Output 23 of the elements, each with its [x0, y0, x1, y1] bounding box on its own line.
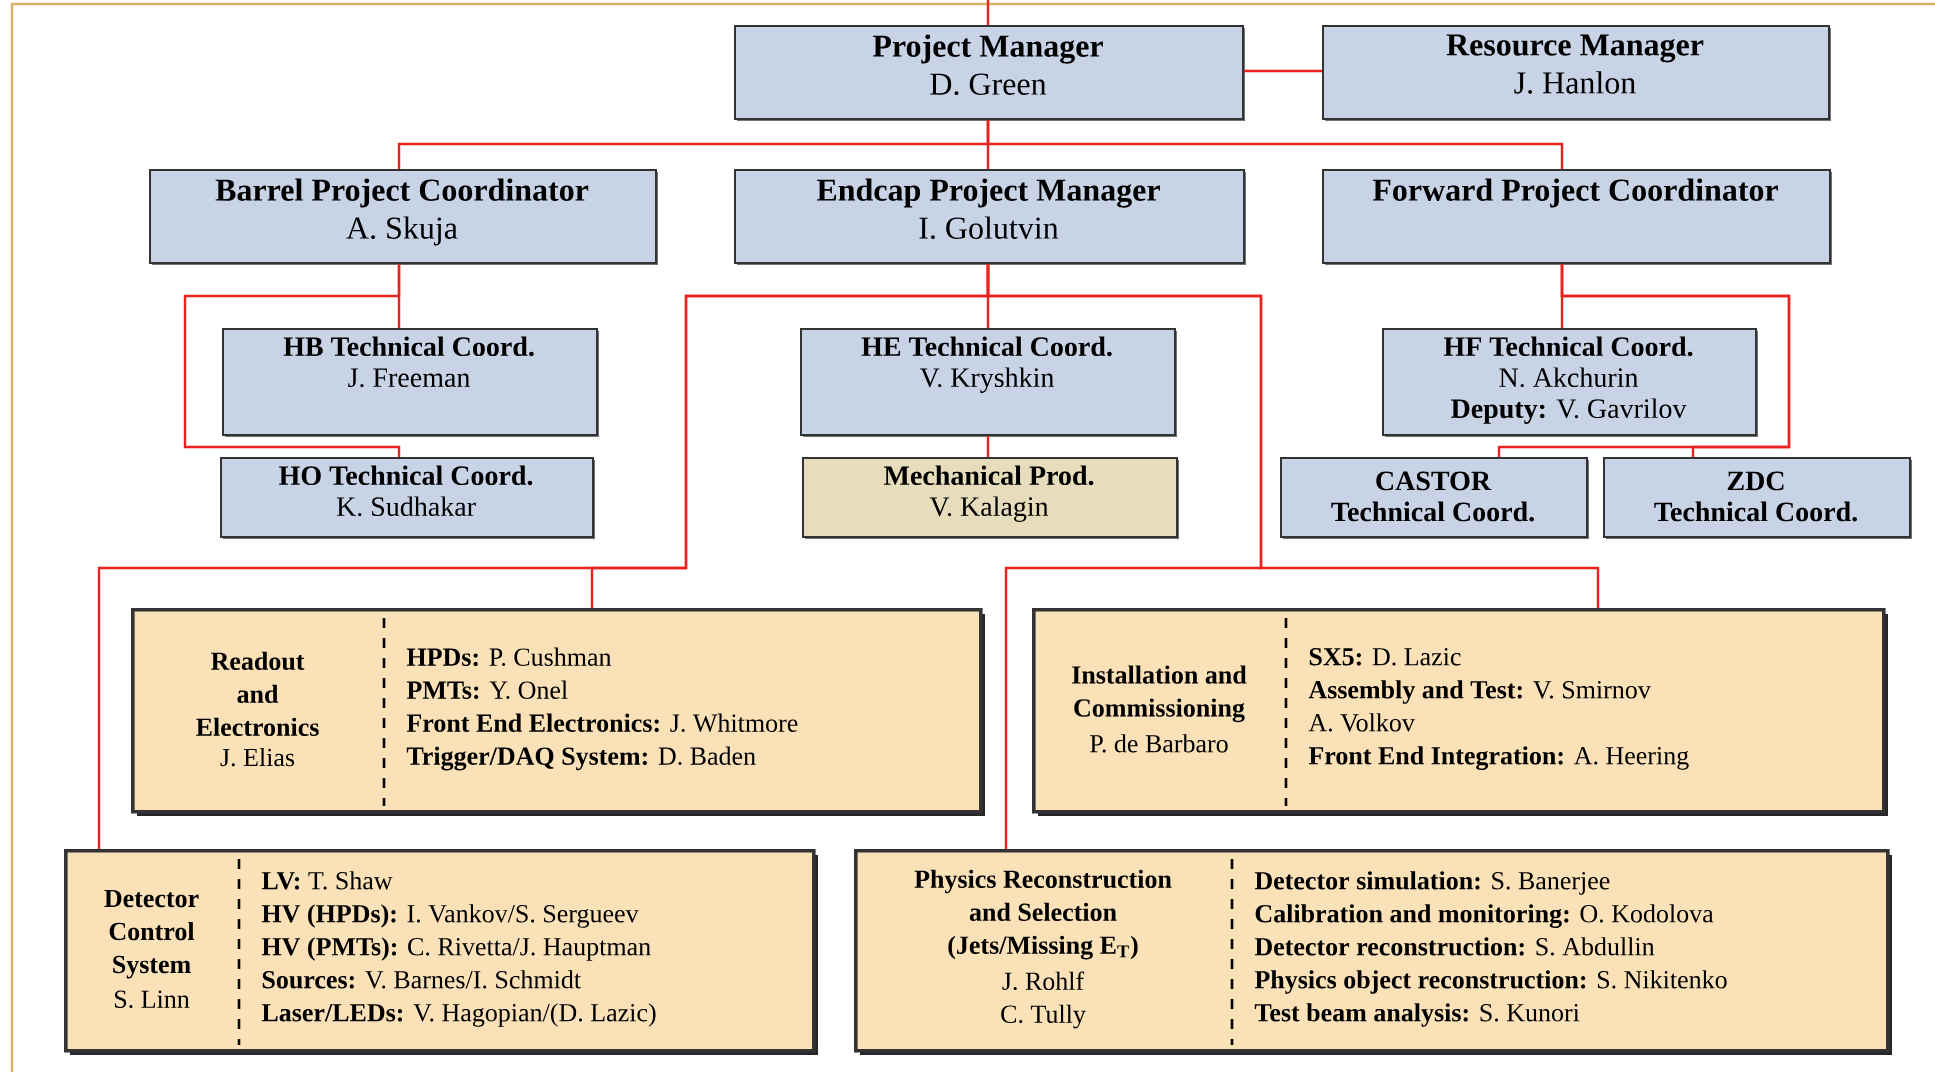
- role-box: HE Technical Coord. V. Kryshkin: [800, 328, 1177, 437]
- role-box: ZDC Technical Coord.: [1603, 457, 1912, 539]
- role-box: HF Technical Coord. N. Akchurin Deputy: V. Gavrilov: [1382, 328, 1758, 437]
- role-box: Project Manager D. Green: [734, 25, 1245, 121]
- role-box: HO Technical Coord. K. Sudhakar: [220, 457, 595, 539]
- role-box: Mechanical Prod. V. Kalagin: [802, 457, 1179, 539]
- team-box: Physics Reconstruction and Selection (Jets/Missing E$_{T}$) J. Rohlf C. Tully Detector simulation: S. Banerjee Calibration and monitoring: O. Kodolova Detector reconstruction: S. Abdullin Physics object reconstruction: S. Nikitenko Test beam analysis: S. Kunori: [854, 849, 1892, 1055]
- team-box: Detector Control System S. Linn LV: T. Shaw HV (HPDs): I. Vankov/S. Sergueev HV (PMTs): C. Rivetta/J. Hauptman Sources: V. Barnes/I. Schmidt Laser/LEDs: V. Hagopian/(D. Lazic): [64, 849, 818, 1055]
- role-box: Endcap Project Manager I. Golutvin: [734, 169, 1246, 265]
- connector-line: [1560, 264, 1791, 457]
- connector-line: [183, 264, 401, 457]
- connector-line: [986, 120, 1564, 169]
- connector-line: [1244, 69, 1322, 73]
- connector-line: [986, 436, 990, 457]
- team-box: Installation and Commissioning P. de Barbaro SX5: D. Lazic Assembly and Test: V. Smirnov A. Volkov Front End Integration: A. Heering: [1032, 608, 1888, 816]
- role-box: Barrel Project Coordinator A. Skuja: [149, 169, 658, 265]
- connector-line: [986, 0, 990, 25]
- role-box: Resource Manager J. Hanlon: [1322, 25, 1831, 121]
- role-box: Forward Project Coordinator: [1322, 169, 1832, 265]
- team-box: Readout and Electronics J. Elias HPDs: P. Cushman PMTs: Y. Onel Front End Electronics: J. Whitmore Trigger/DAQ System: D. Baden: [131, 608, 985, 816]
- connector-line: [986, 264, 1263, 849]
- role-box: CASTOR Technical Coord.: [1280, 457, 1589, 539]
- role-box: HB Technical Coord. J. Freeman: [222, 328, 599, 437]
